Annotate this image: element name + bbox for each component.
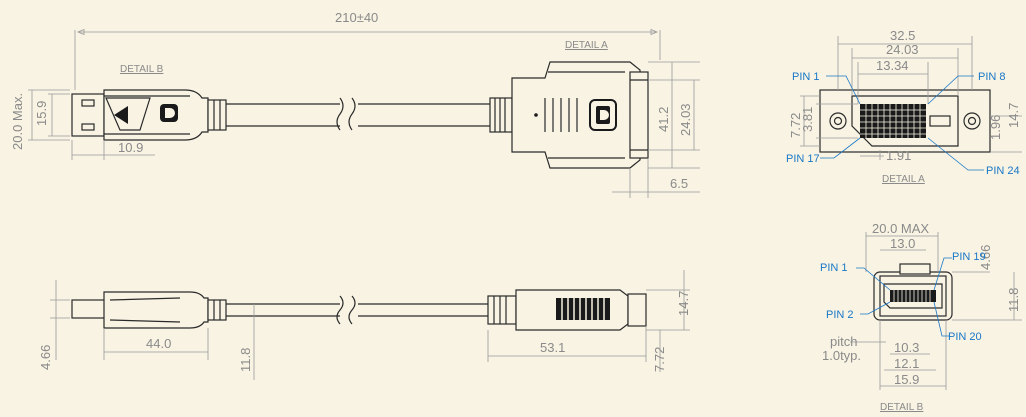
dvi-boot-side [487, 295, 517, 325]
detail-a-width-inner: 13.34 [876, 58, 909, 73]
dp-height-max-label: 20.0 Max. [10, 93, 25, 150]
dp-arrow-icon [114, 106, 128, 124]
dp-length-label: 44.0 [146, 336, 171, 351]
detail-b-width-13: 13.0 [890, 236, 915, 251]
detail-a-pin8: PIN 8 [978, 71, 1006, 83]
dvi-height-label: 41.2 [656, 107, 671, 132]
detail-b-width-159: 15.9 [894, 372, 919, 387]
detail-b-title: DETAIL B [880, 402, 924, 413]
dp-plug-top [71, 93, 105, 137]
dvi-logo-icon [589, 99, 617, 131]
dvi-height-side-label: 14.7 [676, 291, 691, 316]
detail-b-ref-top: DETAIL B [120, 64, 164, 75]
detail-a-width-mid: 24.03 [886, 42, 919, 57]
dvi-housing-top [511, 61, 641, 169]
dp-thickness-label: 4.66 [38, 345, 53, 370]
dvi-grip-lines [544, 98, 578, 132]
detail-b-height-118: 11.8 [1006, 288, 1021, 312]
top-view: 210±40 20.0 Max. 15.9 [10, 10, 700, 198]
detail-b-pin19: PIN 19 [952, 251, 986, 263]
detail-b-pitch-label: pitch [830, 334, 857, 349]
dp-tip-length-label: 10.9 [118, 140, 143, 155]
dvi-cable-boot [489, 97, 513, 133]
side-view: 4.66 44.0 11.8 53.1 14.7 7.72 [38, 270, 691, 380]
detail-a-ref-top: DETAIL A [565, 40, 608, 51]
dp-plug-side [71, 299, 107, 319]
detail-a: 32.5 24.03 13.34 7.72 3.81 1.91 1.96 14.… [786, 28, 1022, 185]
detail-b-width-121: 12.1 [894, 356, 919, 371]
dvi-vent-side [556, 298, 610, 320]
dvi-offset-label: 7.72 [652, 347, 667, 372]
detail-b-pin20: PIN 20 [948, 331, 982, 343]
dp-height-label: 11.8 [238, 348, 253, 372]
detail-a-height-inner: 3.81 [800, 107, 815, 132]
detail-a-pin1: PIN 1 [792, 71, 820, 83]
dp-logo-icon [160, 104, 178, 122]
detail-b: 20.0 MAX 13.0 4.66 11.8 10.3 12.1 15.9 p… [820, 221, 1022, 413]
dp-housing-top [103, 89, 209, 141]
dvi-length-label: 53.1 [540, 340, 565, 355]
detail-b-pin1: PIN 1 [820, 262, 848, 274]
detail-a-pin24: PIN 24 [986, 165, 1020, 177]
detail-a-pitch: 1.91 [886, 148, 911, 163]
detail-b-pitch-value: 1.0typ. [822, 348, 861, 363]
detail-b-height-466: 4.66 [978, 245, 993, 270]
detail-a-title: DETAIL A [882, 174, 925, 185]
dvi-inner-height-label: 24.03 [678, 103, 693, 136]
dp-tip-height-label: 15.9 [34, 101, 49, 126]
detail-b-width-103: 10.3 [894, 340, 919, 355]
dvi-flange-label: 6.5 [670, 176, 688, 191]
overall-length-label: 210±40 [335, 10, 378, 25]
detail-a-pin17: PIN 17 [786, 153, 820, 165]
detail-a-height-outer: 7.72 [788, 113, 803, 138]
detail-b-width-max: 20.0 MAX [872, 221, 929, 236]
dvi-pin-grid [860, 104, 926, 138]
detail-a-right-height-2: 14.7 [1006, 103, 1021, 128]
detail-a-width-outer: 32.5 [890, 28, 915, 43]
dp-housing-side [103, 291, 209, 329]
detail-a-right-height-1: 1.96 [988, 115, 1003, 140]
detail-b-pin2: PIN 2 [826, 309, 854, 321]
